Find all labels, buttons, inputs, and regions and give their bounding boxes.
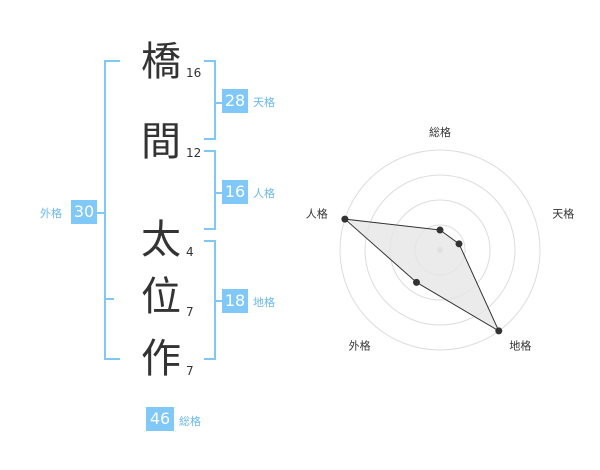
radar-point-5 — [341, 215, 349, 223]
name-char-1: 橋 — [141, 39, 181, 85]
name-char-4: 位 — [141, 274, 181, 320]
radar-axis-label-1: 総格 — [429, 125, 451, 139]
radar-polygon — [343, 218, 500, 333]
jinkaku-value: 16 — [222, 180, 248, 204]
radar-axis-label-2: 天格 — [552, 207, 574, 221]
radar-point-1 — [436, 226, 444, 234]
stroke-count-5: 7 — [186, 364, 194, 378]
radar-ring — [364, 174, 516, 326]
gaikaku-label: 外格 — [40, 207, 62, 220]
radar-ring — [339, 149, 541, 351]
name-char-5: 作 — [141, 336, 181, 382]
tenkaku-label: 天格 — [253, 96, 275, 109]
soukaku-value: 46 — [146, 407, 174, 431]
radar-point-2 — [455, 240, 463, 248]
radar-axis-label-5: 人格 — [306, 207, 328, 221]
name-char-2: 間 — [141, 119, 181, 165]
radar-point-4 — [412, 278, 420, 286]
radar-axis-label-3: 地格 — [509, 338, 531, 352]
jinkaku-label: 人格 — [253, 187, 275, 200]
radar-point-3 — [495, 327, 503, 335]
stroke-count-2: 12 — [186, 146, 202, 160]
stroke-count-3: 4 — [186, 245, 194, 259]
tenkaku-value: 28 — [222, 89, 248, 113]
radar-axis-label-4: 外格 — [349, 338, 371, 352]
soukaku-label: 総格 — [179, 415, 201, 428]
stroke-count-4: 7 — [186, 305, 194, 319]
chikaku-value: 18 — [222, 289, 248, 313]
gaikaku-value: 30 — [71, 200, 97, 224]
chikaku-label: 地格 — [253, 296, 275, 309]
name-char-3: 太 — [141, 217, 181, 263]
stroke-count-1: 16 — [186, 66, 202, 80]
